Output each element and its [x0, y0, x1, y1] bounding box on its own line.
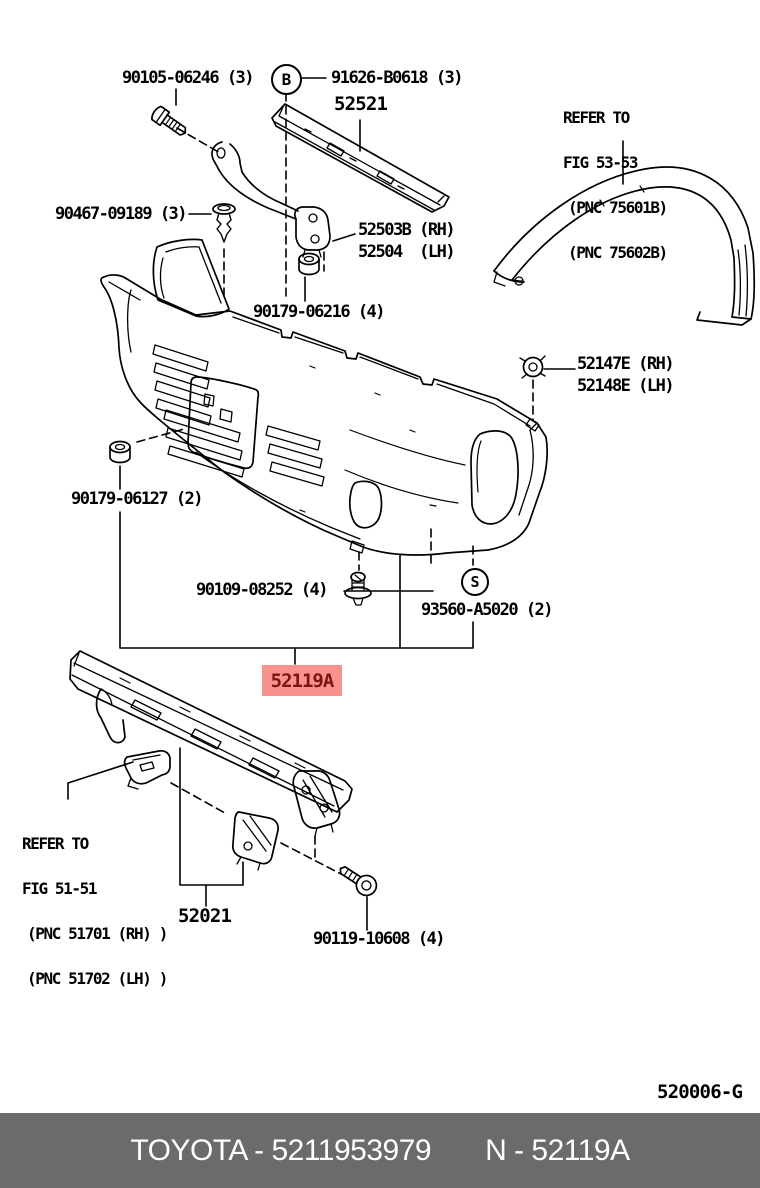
- refer-note-fig-51-51[interactable]: REFER TO FIG 51-51 (PNC 51701 (RH) ) (PN…: [22, 806, 168, 1016]
- part-label-52503B-rh[interactable]: 52503B (RH): [358, 220, 456, 240]
- part-label-90179-06216[interactable]: 90179-06216 (4): [253, 302, 386, 322]
- nut-90179-06216-icon: [299, 254, 319, 275]
- refer-note-line: REFER TO: [22, 834, 89, 853]
- bolt-90105-icon: [150, 105, 190, 140]
- dashed-lines: [137, 93, 533, 874]
- refer-note-line: (PNC 51701 (RH) ): [27, 924, 168, 943]
- screw-callout-marker-s: S: [461, 568, 489, 596]
- footer-part-number: TOYOTA - 5211953979: [130, 1133, 432, 1167]
- highlighted-part-label-52119A[interactable]: 52119A: [262, 665, 342, 696]
- nut-90179-06127-icon: [110, 442, 130, 463]
- footer-bar: TOYOTA - 5211953979 N - 52119A: [0, 1113, 760, 1188]
- part-label-90467-09189[interactable]: 90467-09189 (3): [55, 204, 188, 224]
- clip-52147-icon: [520, 356, 545, 378]
- part-label-93560-A5020[interactable]: 93560-A5020 (2): [421, 600, 554, 620]
- part-label-90109-08252[interactable]: 90109-08252 (4): [196, 580, 329, 600]
- refer-note-line: FIG 53-53: [563, 153, 639, 172]
- leader-lines: [68, 78, 623, 930]
- stay-bracket-52503-drawing: [212, 142, 330, 257]
- part-label-91626-B0618[interactable]: 91626-B0618 (3): [331, 68, 464, 88]
- part-label-52148E-lh[interactable]: 52148E (LH): [577, 376, 675, 396]
- reinforcement-52021-drawing: [70, 651, 352, 870]
- bumper-cover-drawing: [101, 239, 547, 555]
- part-label-90105-06246[interactable]: 90105-06246 (3): [122, 68, 255, 88]
- refer-note-fig-53-53[interactable]: REFER TO FIG 53-53 (PNC 75601B) (PNC 756…: [563, 80, 668, 290]
- support-bar-52521-drawing: [272, 104, 449, 212]
- part-label-90119-10608[interactable]: 90119-10608 (4): [313, 929, 446, 949]
- clip-90467-icon: [213, 204, 235, 242]
- footer-part-code: N - 52119A: [485, 1133, 630, 1167]
- part-label-52521[interactable]: 52521: [334, 93, 388, 115]
- bolt-90119-icon: [335, 860, 380, 899]
- diagram-line-art: [0, 0, 760, 1113]
- part-label-52504-lh[interactable]: 52504 (LH): [358, 242, 456, 262]
- refer-note-line: REFER TO: [563, 108, 630, 127]
- figure-code: 520006-G: [657, 1081, 743, 1103]
- refer-note-line: (PNC 51702 (LH) ): [27, 969, 168, 988]
- bolt-callout-marker-b: B: [271, 64, 302, 95]
- refer-note-line: (PNC 75601B): [568, 198, 668, 217]
- part-label-90179-06127[interactable]: 90179-06127 (2): [71, 489, 204, 509]
- refer-note-line: (PNC 75602B): [568, 243, 668, 262]
- part-label-52021[interactable]: 52021: [178, 905, 232, 927]
- screw-90109-icon: [345, 573, 371, 606]
- part-label-52147E-rh[interactable]: 52147E (RH): [577, 354, 675, 374]
- refer-note-line: FIG 51-51: [22, 879, 98, 898]
- fender-flare-drawing: [494, 167, 754, 325]
